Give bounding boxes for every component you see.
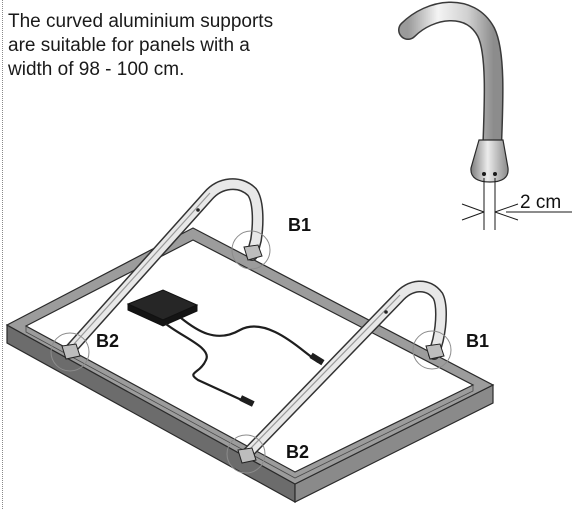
solar-panel-assembly <box>5 178 495 504</box>
support-foot-hole-right <box>493 172 497 176</box>
callout-circle-b1-right <box>412 330 452 370</box>
cable-negative <box>165 323 247 403</box>
page-edge-divider <box>2 0 3 509</box>
callout-circle-b2-left <box>50 332 90 372</box>
dimension-label: 2 cm <box>520 192 561 213</box>
support-tube-right <box>240 280 447 461</box>
support-description: The curved aluminium supports are suitab… <box>8 10 348 82</box>
callout-circle-b2-bottom <box>226 434 266 474</box>
callout-label-b1-right: B1 <box>466 331 489 351</box>
callout-label-b1-top: B1 <box>288 215 311 235</box>
description-line-1: The curved aluminium supports <box>8 11 274 32</box>
dimension-indicator: 2 cm <box>461 178 572 230</box>
cable-positive <box>180 317 319 363</box>
connector-positive <box>309 352 325 366</box>
description-line-3: width of 98 - 100 cm. <box>8 59 185 80</box>
support-foot-b2-bottom <box>237 447 257 464</box>
support-foot-b1-top <box>243 244 263 261</box>
connector-negative <box>239 395 255 407</box>
junction-box-assembly <box>126 289 325 407</box>
callout-label-b2-left: B2 <box>96 331 119 351</box>
callout-circle-b1-top <box>231 230 271 270</box>
support-foot-hole-left <box>482 172 486 176</box>
support-foot-b2-left <box>61 343 81 360</box>
support-foot-b1-right <box>425 343 445 360</box>
description-line-2: are suitable for panels with a <box>8 35 250 56</box>
curved-support-detail <box>398 1 509 183</box>
support-tube-left <box>64 178 264 356</box>
callout-label-b2-bottom: B2 <box>286 442 309 462</box>
support-detail-foot <box>470 139 509 183</box>
